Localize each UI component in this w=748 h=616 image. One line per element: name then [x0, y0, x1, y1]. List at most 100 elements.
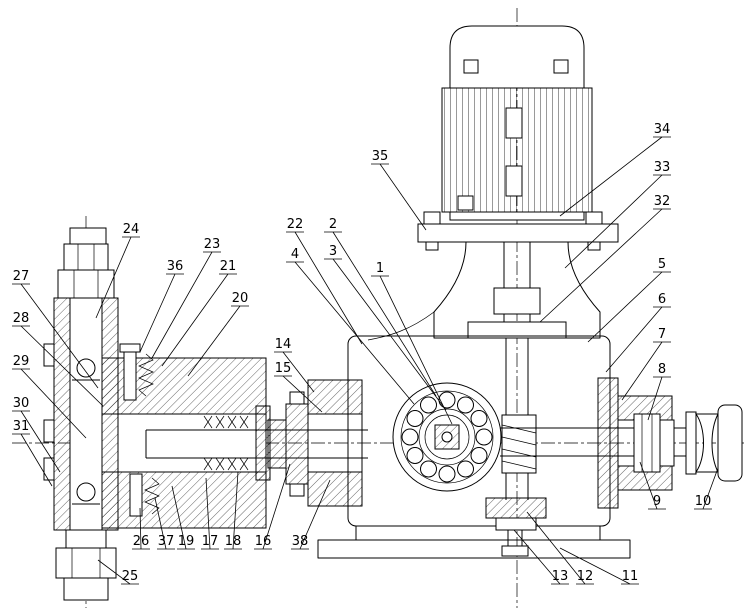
- callout-label-18: 18: [225, 534, 242, 549]
- adjuster-hex-nut: [633, 413, 661, 473]
- valve-body: [43, 297, 119, 531]
- motor-bottom-plate: [449, 211, 585, 221]
- stuffing-box-bolt-bottom: [289, 483, 305, 497]
- bottom-bearing-cover: [495, 517, 537, 531]
- motor-mounting-flange: [417, 211, 619, 251]
- callout-label-30: 30: [13, 396, 30, 411]
- leader-line-6: [605, 306, 663, 373]
- motor-terminal-box: [457, 195, 474, 211]
- motor-slot-lower: [505, 165, 523, 197]
- cylinder-bore: [99, 413, 267, 473]
- bearing-ball: [457, 460, 474, 478]
- flange-nut-right: [587, 241, 601, 251]
- leader-line-14: [282, 351, 315, 393]
- callout-label-35: 35: [372, 149, 389, 164]
- leader-line-12: [526, 511, 586, 585]
- leader-line-29: [20, 368, 87, 439]
- bearing-ball: [420, 460, 437, 478]
- callout-label-19: 19: [178, 534, 195, 549]
- leader-line-26: [139, 507, 142, 550]
- electric-motor: [441, 25, 593, 221]
- knob-inner-disc: [685, 411, 697, 475]
- gland-stud-spring-top: [119, 343, 154, 401]
- discharge-check-ball: [76, 358, 96, 378]
- discharge-hex-nut: [57, 269, 115, 299]
- leader-line-34: [559, 136, 663, 217]
- bottom-bearing-housing: [485, 497, 547, 557]
- stuffing-box-assembly: [267, 391, 309, 497]
- discharge-connection-stack: [57, 227, 115, 299]
- callout-label-20: 20: [232, 291, 249, 306]
- leader-line-17: [205, 477, 211, 550]
- callout-label-26: 26: [133, 534, 150, 549]
- adjustment-knob: [717, 404, 743, 482]
- bearing-ball: [420, 396, 437, 414]
- leader-line-13: [513, 529, 561, 585]
- leader-line-5: [587, 271, 663, 343]
- bearing-ball: [406, 447, 424, 464]
- leader-line-15: [282, 375, 323, 413]
- callout-label-37: 37: [158, 534, 175, 549]
- leader-line-27: [20, 283, 99, 389]
- bearing-ball: [470, 410, 488, 427]
- leader-line-18: [232, 471, 239, 550]
- cylinder-bottom-wall: [99, 471, 267, 529]
- leader-line-10: [702, 467, 719, 510]
- callout-label-3: 3: [329, 244, 337, 259]
- callout-label-1: 1: [376, 261, 384, 276]
- lock-nut: [659, 419, 675, 467]
- suction-connection-stack: [55, 529, 117, 601]
- gland-follower: [255, 405, 271, 481]
- suction-check-ball: [76, 482, 96, 502]
- callout-label-6: 6: [658, 292, 666, 307]
- flange-nut-left: [425, 241, 439, 251]
- callout-label-12: 12: [577, 569, 594, 584]
- gland-stud-spring-bottom: [129, 473, 160, 517]
- bottom-bolt-nut: [501, 545, 529, 557]
- callout-label-31: 31: [13, 419, 30, 434]
- leader-line-2: [332, 231, 437, 397]
- side-port-1: [43, 343, 55, 367]
- callout-label-32: 32: [654, 194, 671, 209]
- side-port-3: [43, 457, 55, 481]
- callout-label-5: 5: [658, 257, 666, 272]
- callout-label-25: 25: [122, 569, 139, 584]
- motor-lug-right: [553, 59, 569, 74]
- motor-lug-left: [463, 59, 479, 74]
- callout-label-33: 33: [654, 160, 671, 175]
- leader-line-7: [621, 341, 663, 401]
- bearing-ball: [475, 428, 493, 446]
- bearing-ball: [401, 428, 419, 446]
- callout-label-28: 28: [13, 311, 30, 326]
- leader-line-23: [151, 251, 213, 359]
- callout-label-23: 23: [204, 237, 221, 252]
- callout-label-22: 22: [287, 217, 304, 232]
- leader-line-21: [161, 273, 229, 367]
- side-port-2: [43, 419, 55, 443]
- bearing-ball: [406, 410, 424, 427]
- leader-line-8: [647, 376, 663, 421]
- callout-label-8: 8: [658, 362, 666, 377]
- motor-slot-upper: [505, 107, 523, 139]
- packing-rings: [203, 415, 249, 471]
- leader-line-25: [97, 559, 131, 585]
- callout-label-11: 11: [622, 569, 639, 584]
- pump-head: [99, 343, 271, 529]
- ball-bearing: [392, 382, 502, 492]
- leader-line-30: [20, 410, 61, 473]
- leader-line-9: [639, 461, 658, 510]
- callout-label-16: 16: [255, 534, 272, 549]
- leader-line-22: [294, 231, 363, 345]
- gland-bushing: [267, 419, 287, 469]
- leader-line-24: [95, 236, 132, 319]
- bearing-ball: [438, 465, 456, 483]
- callout-label-34: 34: [654, 122, 671, 137]
- callout-label-27: 27: [13, 269, 30, 284]
- leader-line-1: [379, 275, 453, 425]
- leader-line-31: [20, 433, 53, 487]
- callout-label-4: 4: [291, 247, 299, 262]
- leader-line-35: [379, 163, 427, 231]
